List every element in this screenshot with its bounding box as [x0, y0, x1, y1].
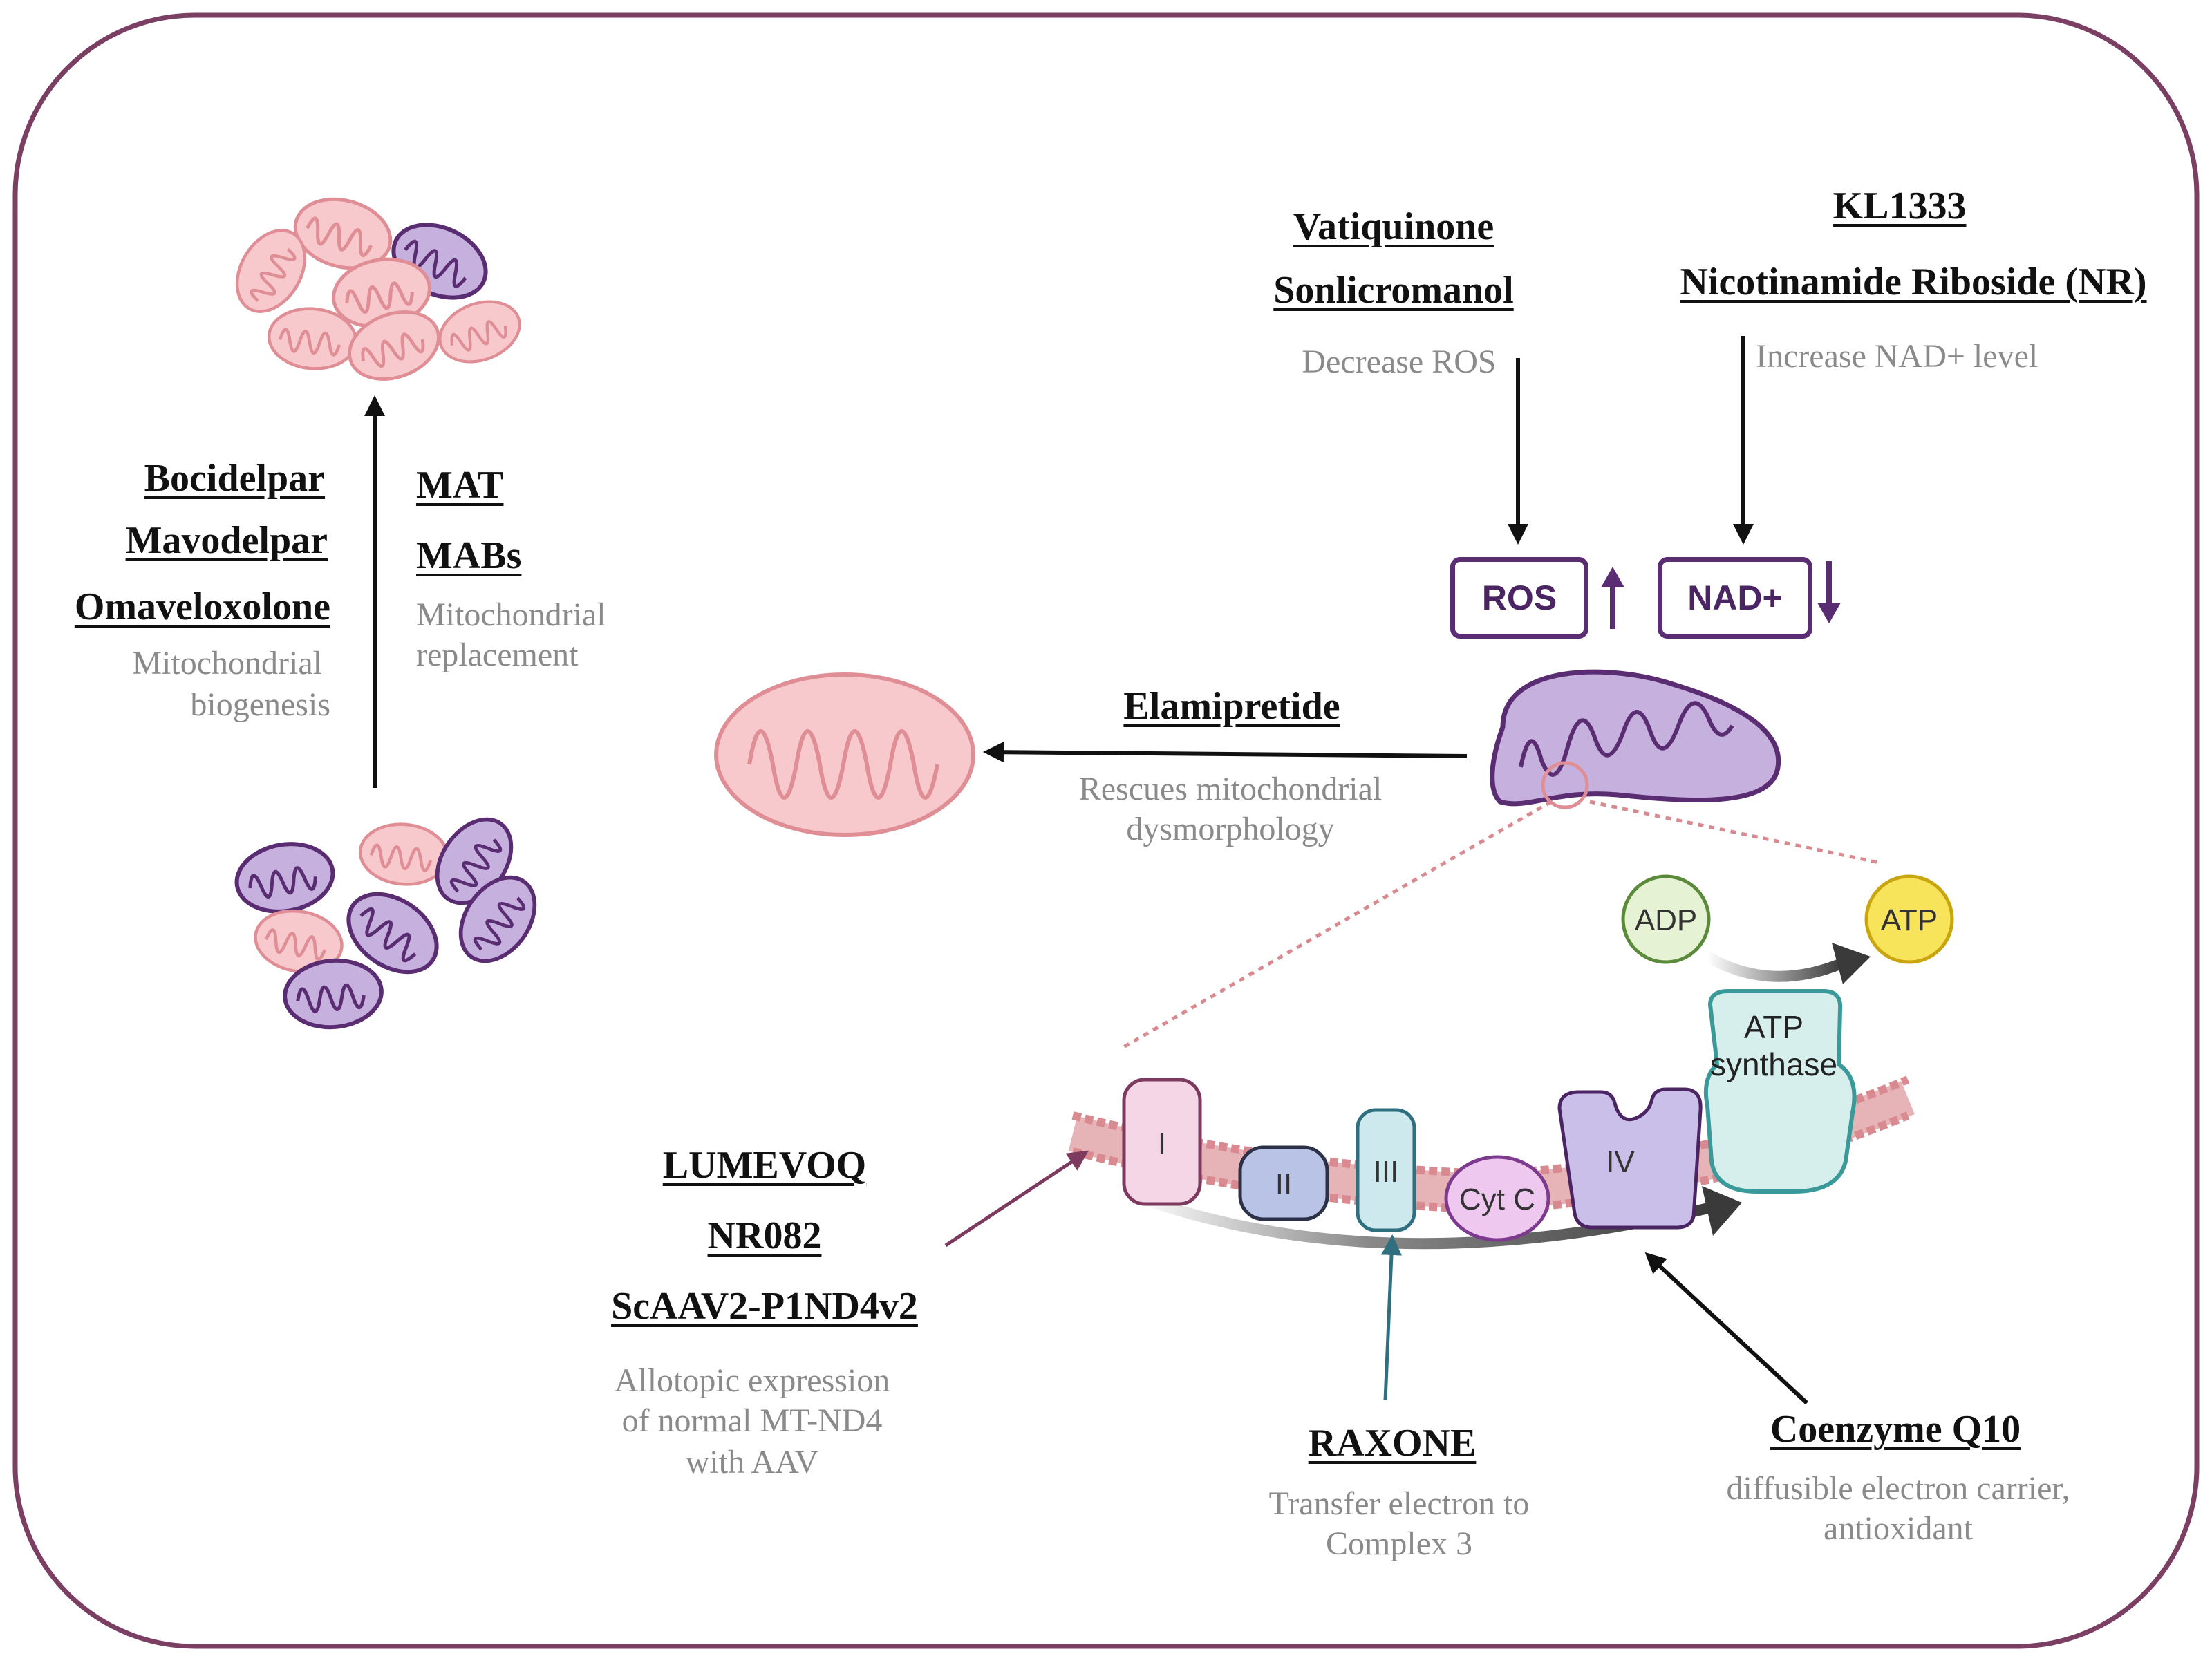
elamipretide-arrow — [983, 742, 1468, 763]
zoom-line-left — [1118, 800, 1553, 1051]
atp-synthase: ATP synthase — [1703, 989, 1857, 1194]
raxone-arrow — [1380, 1234, 1402, 1401]
outer-frame — [12, 12, 2200, 1649]
elamipretide-description-line1: Rescues mitochondrial — [1078, 771, 1382, 807]
drug-lumevoq: LUMEVOQ — [662, 1144, 867, 1187]
zoom-line-right — [1589, 800, 1880, 865]
raxone-description-line2: Complex 3 — [1326, 1525, 1472, 1562]
ros-description: Decrease ROS — [1302, 344, 1497, 380]
drug-sonlicromanol: Sonlicromanol — [1273, 269, 1514, 312]
complex-I-label: I — [1158, 1127, 1166, 1161]
elamipretide-description-line2: dysmorphology — [1126, 811, 1335, 847]
coq10-arrow — [1644, 1252, 1809, 1405]
atp-synthase-label-1: ATP — [1744, 1009, 1803, 1045]
drug-mabs: MABs — [416, 534, 522, 577]
drug-scaav2-p1nd4v2: ScAAV2-P1ND4v2 — [611, 1285, 918, 1328]
nad-description: Increase NAD+ level — [1756, 338, 2038, 375]
cyt-c-label: Cyt C — [1459, 1183, 1535, 1216]
biogenesis-description-line1: Mitochondrial — [132, 645, 322, 681]
atp-synthase-label-2: synthase — [1710, 1046, 1837, 1082]
complex-IV-label: IV — [1606, 1145, 1635, 1179]
coq10-description-line2: antioxidant — [1824, 1510, 1973, 1547]
replacement-description-line2: replacement — [416, 637, 579, 673]
healthy-mitochondria-cluster — [223, 189, 528, 391]
complex-I: I — [1122, 1078, 1202, 1206]
ros-up-arrow — [1601, 567, 1624, 629]
ros-box: ROS — [1450, 557, 1588, 639]
drug-raxone: RAXONE — [1308, 1422, 1477, 1465]
drug-kl1333: KL1333 — [1833, 185, 1967, 227]
complex-IV: IV — [1557, 1087, 1703, 1230]
coq10-description-line1: diffusible electron carrier, — [1726, 1470, 2070, 1507]
complex-III: III — [1356, 1108, 1416, 1232]
dysfunctional-mitochondria-cluster — [232, 805, 550, 1031]
adp-to-atp-arrow — [1705, 952, 1844, 982]
adp-circle: ADP — [1621, 874, 1711, 964]
dysfunctional-mitochondrion — [1490, 669, 1781, 809]
drug-coenzyme-q10: Coenzyme Q10 — [1770, 1408, 2021, 1451]
biogenesis-description-line2: biogenesis — [190, 686, 330, 723]
lumevoq-description-line1: Allotopic expression — [614, 1362, 890, 1399]
adp-label: ADP — [1635, 903, 1697, 937]
nad-down-arrow — [1817, 561, 1841, 623]
drug-elamipretide: Elamipretide — [1123, 685, 1340, 728]
atp-circle: ATP — [1864, 874, 1954, 964]
nad-box: NAD+ — [1658, 557, 1812, 639]
drug-nr082: NR082 — [707, 1214, 822, 1257]
lumevoq-description-line3: with AAV — [685, 1444, 819, 1480]
atp-label: ATP — [1881, 903, 1938, 937]
drug-mavodelpar: Mavodelpar — [125, 519, 328, 562]
cyt-c: Cyt C — [1444, 1155, 1550, 1242]
drug-nicotinamide-riboside: Nicotinamide Riboside (NR) — [1680, 261, 2147, 303]
raxone-description-line1: Transfer electron to — [1268, 1485, 1530, 1522]
drug-omaveloxolone: Omaveloxolone — [74, 585, 330, 628]
complex-II: II — [1238, 1145, 1329, 1221]
drug-bocidelpar: Bocidelpar — [144, 457, 325, 500]
complex-II-label: II — [1275, 1167, 1292, 1201]
drug-vatiquinone: Vatiquinone — [1293, 205, 1494, 248]
lumevoq-description-line2: of normal MT-ND4 — [621, 1402, 883, 1439]
healthy-mitochondrion — [714, 672, 975, 837]
drug-mat: MAT — [416, 464, 504, 507]
replacement-description-line1: Mitochondrial — [416, 596, 606, 633]
complex-III-label: III — [1374, 1155, 1399, 1189]
lumevoq-arrow — [944, 1150, 1089, 1248]
